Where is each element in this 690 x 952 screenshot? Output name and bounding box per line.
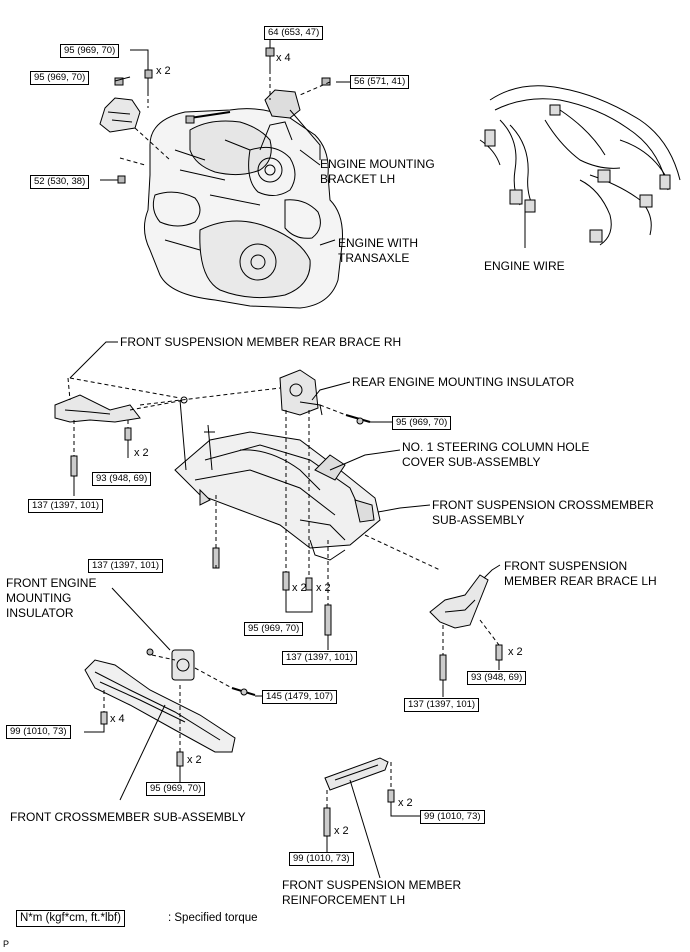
engine-with-transaxle-drawing	[144, 89, 343, 309]
quantity-label: x 2	[292, 582, 307, 594]
legend-torque-unit: N*m (kgf*cm, ft.*lbf)	[16, 910, 125, 927]
rear-engine-mounting-insulator-drawing	[279, 369, 323, 416]
label-engine-mounting-bracket-lh: ENGINE MOUNTING BRACKET LH	[320, 157, 435, 186]
quantity-label: x 2	[334, 825, 349, 837]
label-steering-column-hole-cover: NO. 1 STEERING COLUMN HOLE COVER SUB-ASS…	[402, 440, 590, 469]
torque-spec-box: 93 (948, 69)	[467, 671, 527, 685]
reinforcement-lh-drawing	[324, 757, 389, 791]
torque-spec-box: 95 (969, 70)	[60, 44, 120, 58]
front-suspension-crossmember-drawing	[174, 396, 381, 561]
torque-spec-box: 64 (653, 47)	[264, 26, 324, 40]
label-front-suspension-member-rear-brace-lh: FRONT SUSPENSION MEMBER REAR BRACE LH	[504, 559, 657, 588]
torque-spec-box: 137 (1397, 101)	[28, 499, 104, 513]
torque-spec-box: 137 (1397, 101)	[282, 651, 358, 665]
torque-spec-box: 95 (969, 70)	[244, 622, 304, 636]
top-bolts	[114, 47, 331, 184]
illustration-code: P	[3, 939, 10, 949]
torque-spec-box: 99 (1010, 73)	[420, 810, 485, 824]
quantity-label: x 2	[316, 582, 331, 594]
torque-spec-box: 99 (1010, 73)	[289, 852, 354, 866]
label-front-suspension-member-reinforcement-lh: FRONT SUSPENSION MEMBER REINFORCEMENT LH	[282, 878, 462, 907]
quantity-label: x 2	[156, 65, 171, 77]
label-rear-engine-mounting-insulator: REAR ENGINE MOUNTING INSULATOR	[352, 375, 575, 389]
torque-spec-box: 95 (969, 70)	[392, 416, 452, 430]
torque-spec-box: 93 (948, 69)	[92, 472, 152, 486]
label-engine-wire: ENGINE WIRE	[484, 259, 565, 273]
lower-bolts	[70, 414, 503, 837]
top-leader-lines	[100, 40, 350, 246]
quantity-label: x 2	[398, 797, 413, 809]
torque-spec-box: 145 (1479, 107)	[262, 690, 338, 704]
torque-spec-box: 99 (1010, 73)	[6, 725, 71, 739]
rear-brace-rh-drawing	[54, 394, 141, 423]
torque-spec-box: 137 (1397, 101)	[404, 698, 480, 712]
torque-spec-box: 52 (530, 38)	[30, 175, 90, 189]
quantity-label: x 2	[508, 646, 523, 658]
label-front-suspension-crossmember: FRONT SUSPENSION CROSSMEMBER SUB-ASSEMBL…	[432, 498, 654, 527]
legend-description: : Specified torque	[168, 912, 258, 924]
lower-leader-lines	[69, 341, 501, 879]
quantity-label: x 4	[110, 713, 125, 725]
label-front-crossmember: FRONT CROSSMEMBER SUB-ASSEMBLY	[10, 810, 246, 824]
quantity-label: x 2	[187, 754, 202, 766]
rear-brace-lh-drawing	[429, 574, 489, 629]
quantity-label: x 2	[134, 447, 149, 459]
torque-spec-box: 95 (969, 70)	[146, 782, 206, 796]
front-crossmember-drawing	[84, 659, 236, 753]
label-engine-with-transaxle: ENGINE WITH TRANSAXLE	[338, 236, 418, 265]
torque-spec-box: 95 (969, 70)	[30, 71, 90, 85]
lower-guide-lines	[67, 377, 500, 808]
engine-wire-drawing	[479, 85, 681, 248]
torque-spec-box: 56 (571, 41)	[350, 75, 410, 89]
engine-mount-rh-drawing	[99, 97, 141, 133]
quantity-label: x 4	[276, 52, 291, 64]
label-front-suspension-member-rear-brace-rh: FRONT SUSPENSION MEMBER REAR BRACE RH	[120, 335, 402, 349]
front-engine-mounting-insulator-drawing	[146, 648, 195, 681]
label-front-engine-mounting-insulator: FRONT ENGINE MOUNTING INSULATOR	[6, 576, 97, 620]
top-guide-lines	[119, 70, 331, 166]
torque-spec-box: 137 (1397, 101)	[88, 559, 164, 573]
